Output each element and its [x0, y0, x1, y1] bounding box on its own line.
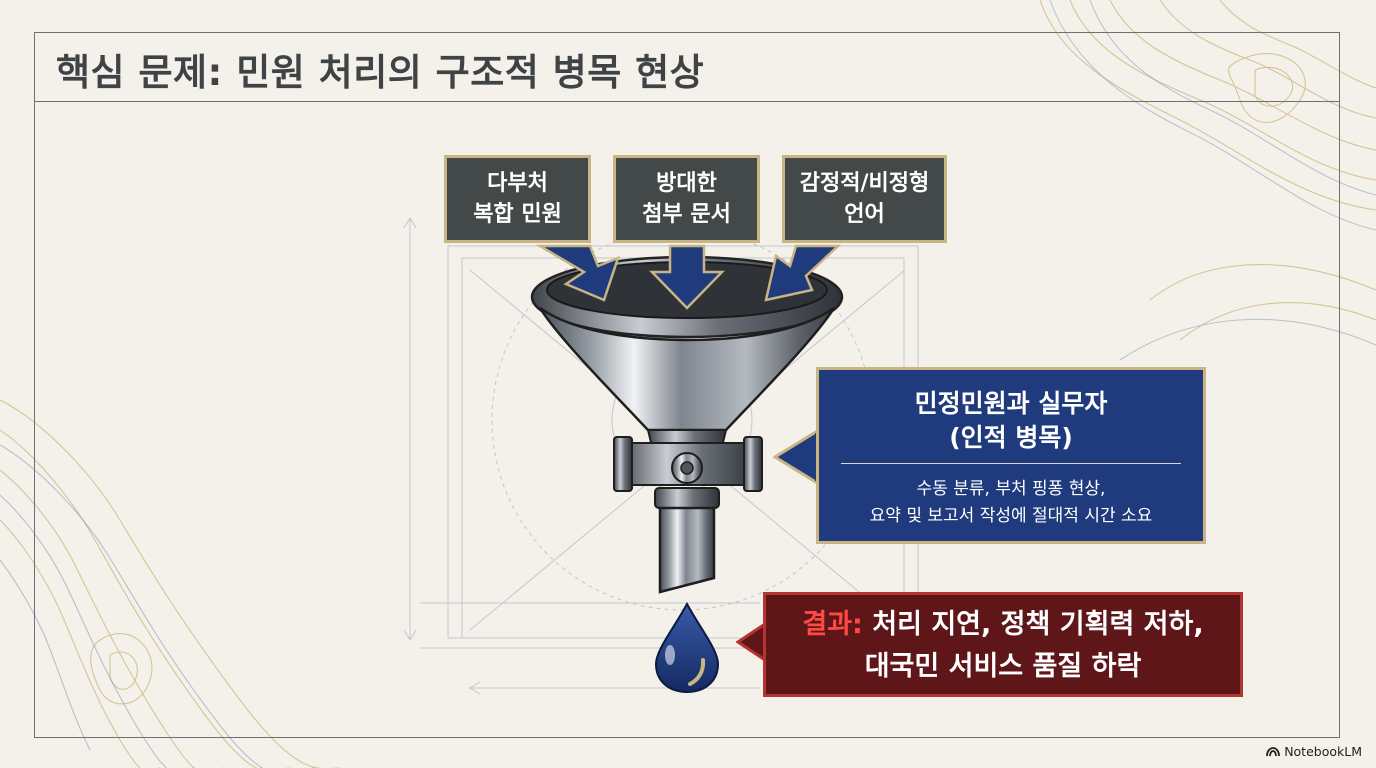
- input-box-line: 방대한: [656, 171, 717, 196]
- watermark-text: NotebookLM: [1284, 744, 1362, 759]
- result-line: 결과: 처리 지연, 정책 기획력 저하,: [766, 604, 1240, 646]
- input-box-line: 감정적/비정형: [799, 171, 930, 196]
- callout-title: 민정민원과 실무자 (인적 병목): [819, 387, 1203, 455]
- slide-frame: [34, 32, 1340, 738]
- input-box-emotional-language: 감정적/비정형 언어: [782, 155, 947, 243]
- arrow-icon-right: [764, 244, 842, 302]
- callout-title-line: (인적 병목): [949, 423, 1073, 452]
- arrow-icon-center: [649, 244, 725, 310]
- result-label: 결과:: [802, 609, 863, 640]
- input-box-multi-ministry: 다부처 복합 민원: [444, 155, 591, 243]
- input-box-line: 첨부 문서: [642, 202, 731, 227]
- page-title: 핵심 문제: 민원 처리의 구조적 병목 현상: [56, 51, 705, 94]
- input-arrows: [535, 244, 842, 310]
- input-box-line: 복합 민원: [473, 202, 562, 227]
- bottleneck-callout: 민정민원과 실무자 (인적 병목) 수동 분류, 부처 핑퐁 현상, 요약 및 …: [816, 367, 1206, 544]
- callout-pointer: [773, 428, 819, 486]
- callout-title-line: 민정민원과 실무자: [914, 389, 1108, 418]
- callout-description: 수동 분류, 부처 핑퐁 현상, 요약 및 보고서 작성에 절대적 시간 소요: [819, 476, 1203, 530]
- result-line: 대국민 서비스 품질 하락: [864, 651, 1142, 682]
- callout-divider: [841, 463, 1181, 464]
- result-box: 결과: 처리 지연, 정책 기획력 저하, 대국민 서비스 품질 하락: [763, 592, 1243, 697]
- input-box-line: 언어: [844, 202, 885, 227]
- notebooklm-logo-icon: [1266, 746, 1281, 756]
- callout-desc-line: 수동 분류, 부처 핑퐁 현상,: [916, 479, 1106, 499]
- arrow-icon-left: [535, 244, 621, 302]
- droplet-icon: [654, 601, 720, 694]
- title-divider: [34, 101, 1340, 102]
- input-box-line: 다부처: [487, 171, 548, 196]
- notebooklm-watermark: NotebookLM: [1266, 744, 1362, 759]
- callout-desc-line: 요약 및 보고서 작성에 절대적 시간 소요: [869, 506, 1153, 526]
- result-text: 처리 지연, 정책 기획력 저하,: [872, 609, 1204, 640]
- input-box-attachments: 방대한 첨부 문서: [613, 155, 760, 243]
